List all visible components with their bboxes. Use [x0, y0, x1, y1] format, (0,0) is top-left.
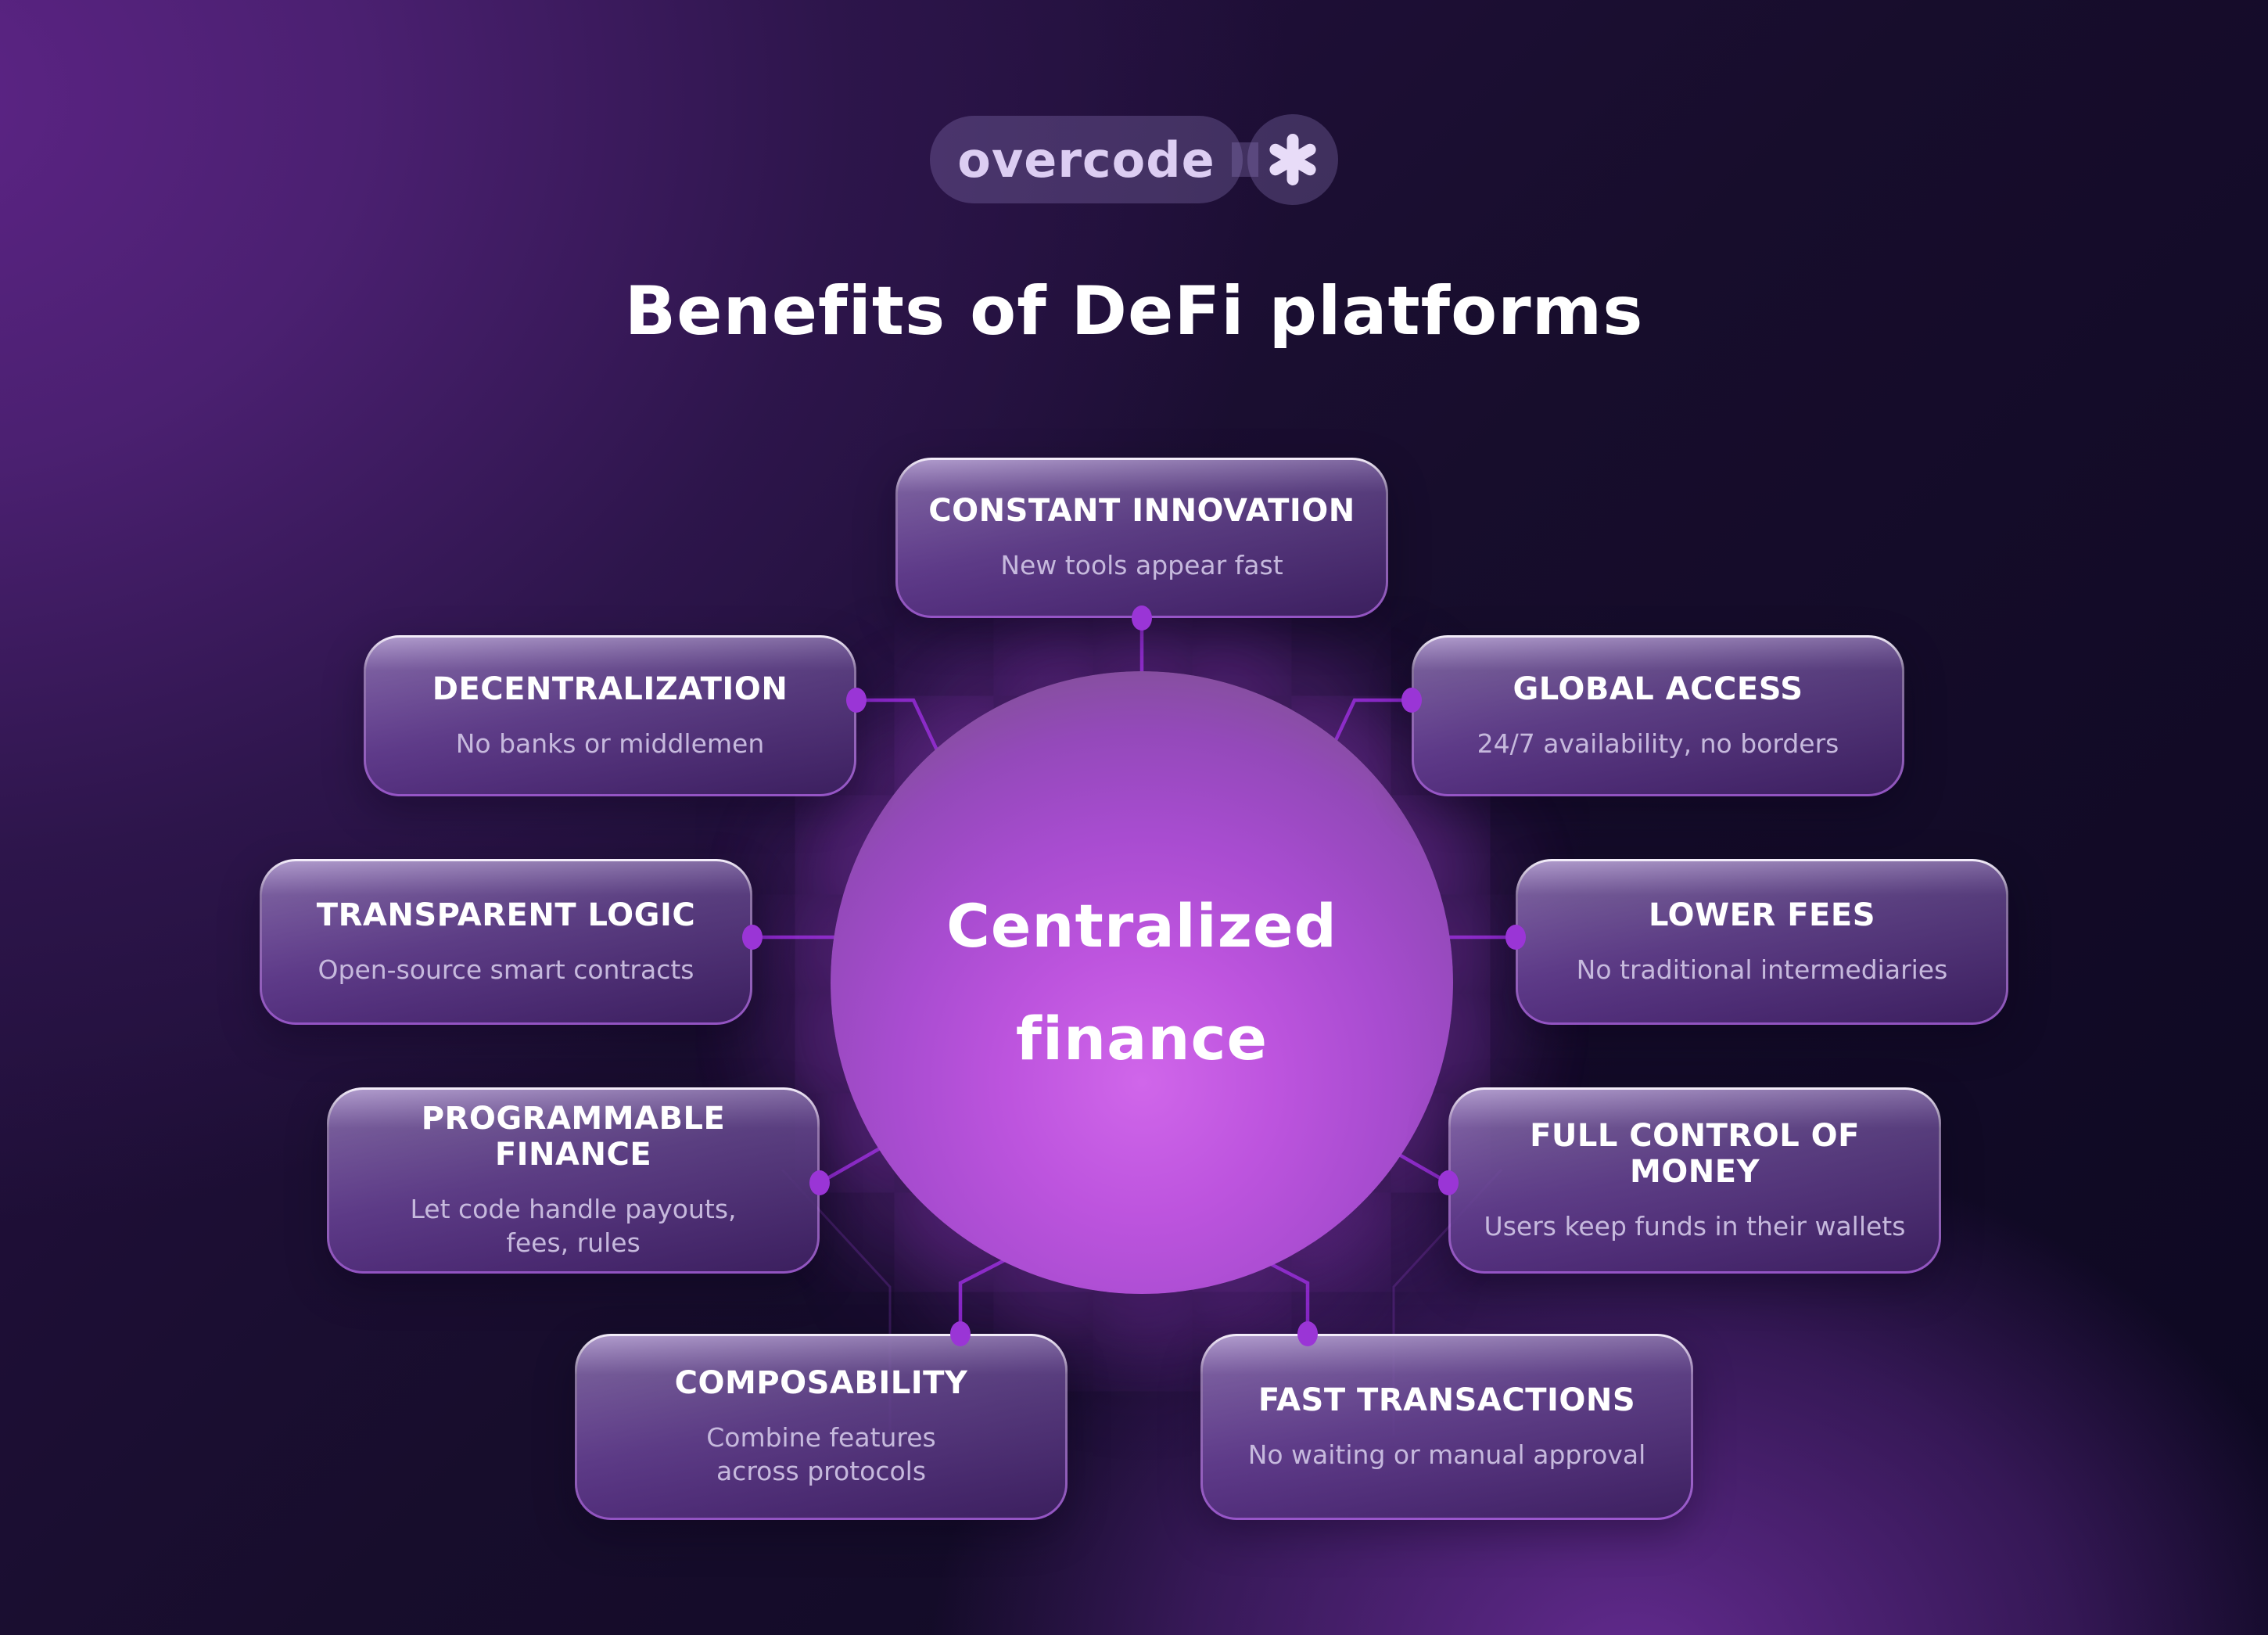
page-title: Benefits of DeFi platforms	[624, 272, 1644, 350]
dot-decentralization	[846, 688, 867, 713]
dot-composability	[950, 1321, 971, 1346]
card-global-access: GLOBAL ACCESS 24/7 availability, no bord…	[1412, 635, 1904, 796]
card-decentralization: DECENTRALIZATION No banks or middlemen	[364, 635, 856, 796]
card-inner: TRANSPARENT LOGIC Open-source smart cont…	[262, 861, 750, 1022]
card-inner: GLOBAL ACCESS 24/7 availability, no bord…	[1414, 638, 1902, 794]
dot-full-control-of-money	[1438, 1170, 1459, 1195]
card-title: DECENTRALIZATION	[432, 670, 788, 707]
card-full-control-of-money: FULL CONTROL OF MONEY Users keep funds i…	[1448, 1087, 1941, 1274]
dot-constant-innovation	[1132, 605, 1152, 631]
card-title: FULL CONTROL OF MONEY	[1530, 1117, 1860, 1190]
central-circle: Centralized finance	[831, 671, 1453, 1294]
card-subtitle: 24/7 availability, no borders	[1477, 728, 1839, 759]
card-inner: DECENTRALIZATION No banks or middlemen	[366, 638, 854, 794]
card-title: GLOBAL ACCESS	[1513, 670, 1803, 707]
card-inner: COMPOSABILITY Combine features across pr…	[577, 1336, 1065, 1518]
card-fast-transactions: FAST TRANSACTIONS No waiting or manual a…	[1200, 1334, 1693, 1520]
card-inner: FAST TRANSACTIONS No waiting or manual a…	[1203, 1336, 1691, 1518]
dot-transparent-logic	[742, 925, 763, 950]
card-subtitle: Users keep funds in their wallets	[1484, 1210, 1906, 1242]
card-subtitle: Let code handle payouts, fees, rules	[410, 1194, 737, 1258]
card-subtitle: Combine features across protocols	[706, 1422, 936, 1486]
card-programmable-finance: PROGRAMMABLE FINANCE Let code handle pay…	[327, 1087, 820, 1274]
card-title: COMPOSABILITY	[674, 1365, 968, 1402]
card-title: CONSTANT INNOVATION	[928, 493, 1355, 530]
card-title: TRANSPARENT LOGIC	[316, 897, 696, 933]
card-subtitle: New tools appear fast	[1000, 550, 1283, 581]
logo-pill: overcode	[930, 116, 1243, 203]
card-inner: CONSTANT INNOVATION New tools appear fas…	[898, 460, 1386, 616]
logo-neck	[1232, 142, 1258, 177]
central-circle-label-line1: Centralized	[946, 890, 1337, 961]
card-subtitle: Open-source smart contracts	[318, 954, 694, 985]
central-circle-label-line2: finance	[1015, 1004, 1269, 1073]
dot-lower-fees	[1505, 925, 1526, 950]
card-transparent-logic: TRANSPARENT LOGIC Open-source smart cont…	[260, 859, 752, 1025]
card-inner: PROGRAMMABLE FINANCE Let code handle pay…	[329, 1090, 817, 1271]
dot-global-access	[1401, 688, 1422, 713]
dot-programmable-finance	[809, 1170, 830, 1195]
card-title: PROGRAMMABLE FINANCE	[421, 1101, 726, 1173]
card-constant-innovation: CONSTANT INNOVATION New tools appear fas…	[895, 458, 1388, 618]
card-composability: COMPOSABILITY Combine features across pr…	[575, 1334, 1068, 1520]
logo-badge	[1247, 114, 1338, 205]
card-lower-fees: LOWER FEES No traditional intermediaries	[1516, 859, 2008, 1025]
logo-text: overcode	[957, 131, 1215, 189]
dot-fast-transactions	[1297, 1321, 1318, 1346]
card-inner: LOWER FEES No traditional intermediaries	[1518, 861, 2006, 1022]
card-subtitle: No traditional intermediaries	[1576, 954, 1948, 985]
card-subtitle: No banks or middlemen	[455, 728, 765, 759]
card-subtitle: No waiting or manual approval	[1247, 1439, 1646, 1470]
card-title: FAST TRANSACTIONS	[1258, 1382, 1636, 1418]
card-inner: FULL CONTROL OF MONEY Users keep funds i…	[1451, 1090, 1939, 1271]
logo: overcode	[930, 114, 1338, 205]
card-title: LOWER FEES	[1648, 897, 1876, 933]
asterisk-icon	[1265, 132, 1320, 187]
